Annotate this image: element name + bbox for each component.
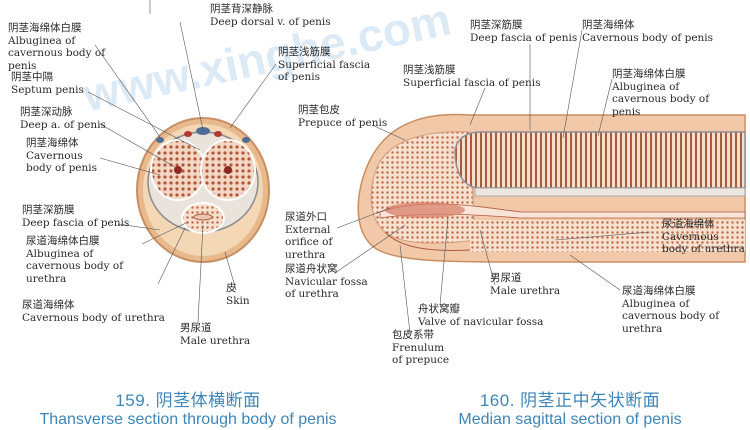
caption-left: 159. 阴茎体横断面 Thansverse section through b…: [8, 386, 368, 429]
left-leader-lines: [87, 0, 277, 323]
caption-left-number: 159. 阴茎体横断面: [115, 391, 261, 410]
caption-right-number: 160. 阴茎正中矢状断面: [479, 391, 661, 410]
caption-left-english: Thansverse section through body of penis: [39, 411, 337, 428]
transverse-section: [136, 117, 270, 263]
caption-right: 160. 阴茎正中矢状断面 Median sagittal section of…: [420, 386, 720, 429]
caption-right-english: Median sagittal section of penis: [458, 411, 682, 428]
right-leader-lines: [334, 29, 651, 334]
sagittal-section: [357, 113, 746, 263]
